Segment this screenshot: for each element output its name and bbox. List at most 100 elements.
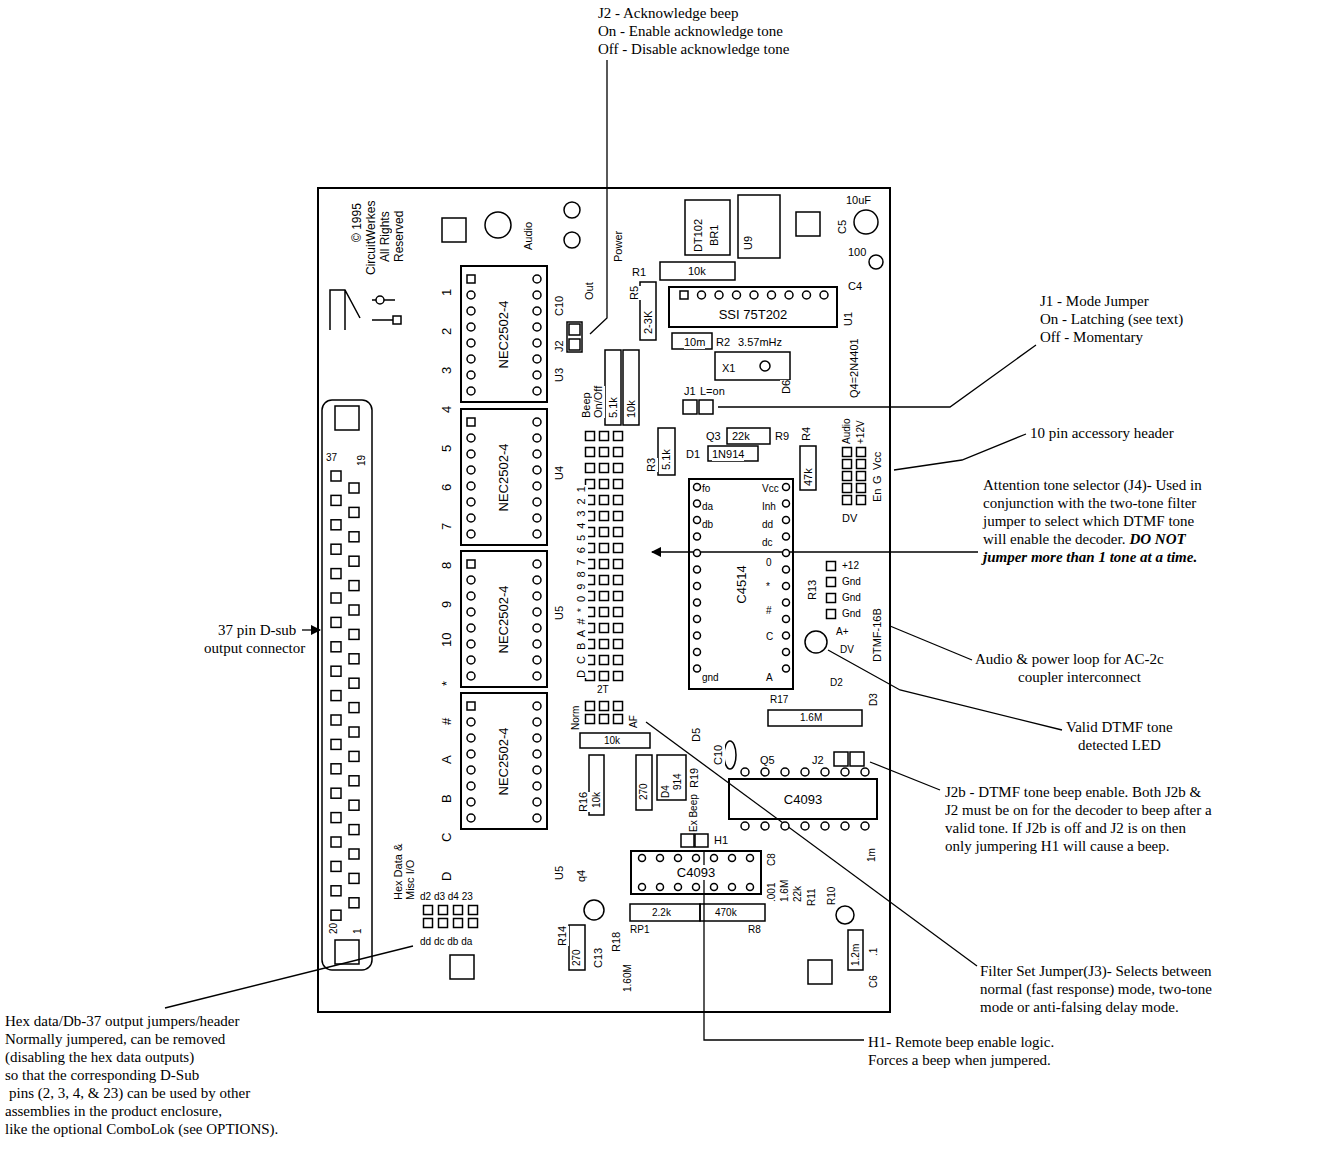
ic-chip: C4093: [630, 850, 762, 895]
silkscreen-label: 2: [440, 328, 454, 335]
silkscreen-label: Q3: [706, 430, 721, 443]
solder-pad: [533, 498, 541, 506]
solder-pad: [424, 919, 433, 928]
silkscreen-label: D6: [780, 380, 793, 394]
solder-pad: [467, 371, 475, 379]
solder-pad: [533, 798, 541, 806]
annotation-text: pins (2, 3, 4, & 23) can be used by othe…: [9, 1084, 250, 1102]
solder-pad: [768, 291, 776, 299]
solder-pad: [694, 484, 701, 491]
solder-pad: [711, 855, 718, 862]
solder-pad: [857, 460, 866, 469]
solder-pad: [467, 307, 475, 315]
annotation-text: Attention tone selector (J4)- Used in: [983, 476, 1202, 494]
silkscreen-label: R3: [645, 458, 658, 472]
silkscreen-label: 5: [440, 445, 454, 452]
annotation-text: mode or anti-falsing delay mode.: [980, 998, 1179, 1016]
solder-pad: [827, 610, 836, 619]
silkscreen-label: All Rights: [378, 211, 392, 262]
solder-pad: [733, 291, 741, 299]
solder-pad: [827, 594, 836, 603]
solder-pad: [533, 387, 541, 395]
solder-pad: [715, 291, 723, 299]
resistor-symbol: [580, 733, 650, 748]
solder-pad: [680, 291, 688, 299]
solder-pad: [694, 517, 701, 524]
annotation-text: output connector: [204, 639, 305, 657]
solder-pad: [694, 583, 701, 590]
silkscreen-label: C: [440, 833, 454, 842]
solder-pad: [600, 464, 609, 473]
solder-pad: [349, 727, 359, 737]
solder-pad: [843, 484, 852, 493]
silkscreen-label: 100: [848, 246, 866, 259]
resistor-symbol: [636, 755, 652, 810]
solder-pad: [600, 432, 609, 441]
solder-pad: [349, 507, 359, 517]
silkscreen-label: A: [766, 672, 773, 684]
solder-pad: [783, 665, 790, 672]
silkscreen-label: En: [871, 489, 884, 502]
solder-pad: [600, 640, 609, 649]
solder-pad: [614, 640, 623, 649]
silkscreen-label: 470k: [715, 907, 737, 919]
annotation-text: detected LED: [1078, 736, 1161, 754]
resistor-symbol: [623, 350, 639, 425]
solder-pad: [467, 418, 475, 426]
solder-pad: [761, 768, 769, 776]
silkscreen-label: d2 d3 d4 23: [420, 891, 473, 903]
silkscreen-label: R1: [632, 266, 646, 279]
solder-pad: [821, 768, 829, 776]
solder-pad: [533, 323, 541, 331]
solder-pad: [533, 608, 541, 616]
silkscreen-label: R13: [806, 580, 819, 600]
annotation-text: so that the corresponding D-Sub: [5, 1066, 199, 1084]
silkscreen-label: R9: [775, 430, 789, 443]
solder-pad: [349, 581, 359, 591]
silkscreen-label: 270: [571, 949, 583, 966]
solder-pad: [600, 715, 609, 724]
solder-pad: [600, 624, 609, 633]
silkscreen-label: C5: [836, 220, 849, 234]
solder-pad: [467, 750, 475, 758]
annotation-text: like the optional ComboLok (see OPTIONS)…: [5, 1120, 278, 1138]
solder-pad: [331, 617, 341, 627]
silkscreen-label: DV: [842, 512, 857, 525]
silkscreen-label: #: [440, 718, 454, 725]
silkscreen-label: Power: [612, 231, 625, 262]
silkscreen-label: R17: [770, 694, 788, 706]
solder-pad: [861, 822, 869, 830]
silkscreen-label: #: [766, 605, 772, 617]
solder-pad: [569, 339, 580, 350]
mounting-hole: [442, 218, 466, 242]
solder-pad: [467, 814, 475, 822]
solder-pad: [533, 482, 541, 490]
silkscreen-label: .1: [868, 948, 880, 956]
solder-pad: [741, 822, 749, 830]
silkscreen-label: CircuitWerkes: [364, 201, 378, 275]
silkscreen-label: +12V: [855, 420, 867, 444]
annotation-text: assemblies in the product enclosure,: [5, 1102, 222, 1120]
solder-pad: [675, 884, 682, 891]
capacitor-outline: [869, 255, 883, 269]
chip-label: SSI 75T202: [717, 307, 790, 322]
solder-pad: [843, 472, 852, 481]
silkscreen-label: Audio: [522, 222, 535, 250]
solder-pad: [533, 291, 541, 299]
solder-pad: [349, 532, 359, 542]
silkscreen-label: R4: [800, 427, 813, 441]
silkscreen-label: 7: [440, 523, 454, 530]
ic-chip: NEC2502-4: [460, 408, 548, 546]
solder-pad: [467, 466, 475, 474]
silkscreen-label: U4: [553, 466, 566, 480]
resistor-symbol: [658, 428, 675, 475]
annotation-text: On - Latching (see text): [1040, 310, 1183, 328]
silkscreen-label: 5.1k: [607, 397, 620, 418]
silkscreen-label: dd dc db da: [420, 936, 472, 948]
solder-pad: [729, 855, 736, 862]
silkscreen-label: C4: [848, 280, 862, 293]
solder-pad: [586, 702, 595, 711]
solder-pad: [533, 766, 541, 774]
silkscreen-label: U5: [553, 866, 566, 880]
resistor-symbol: [569, 925, 585, 970]
